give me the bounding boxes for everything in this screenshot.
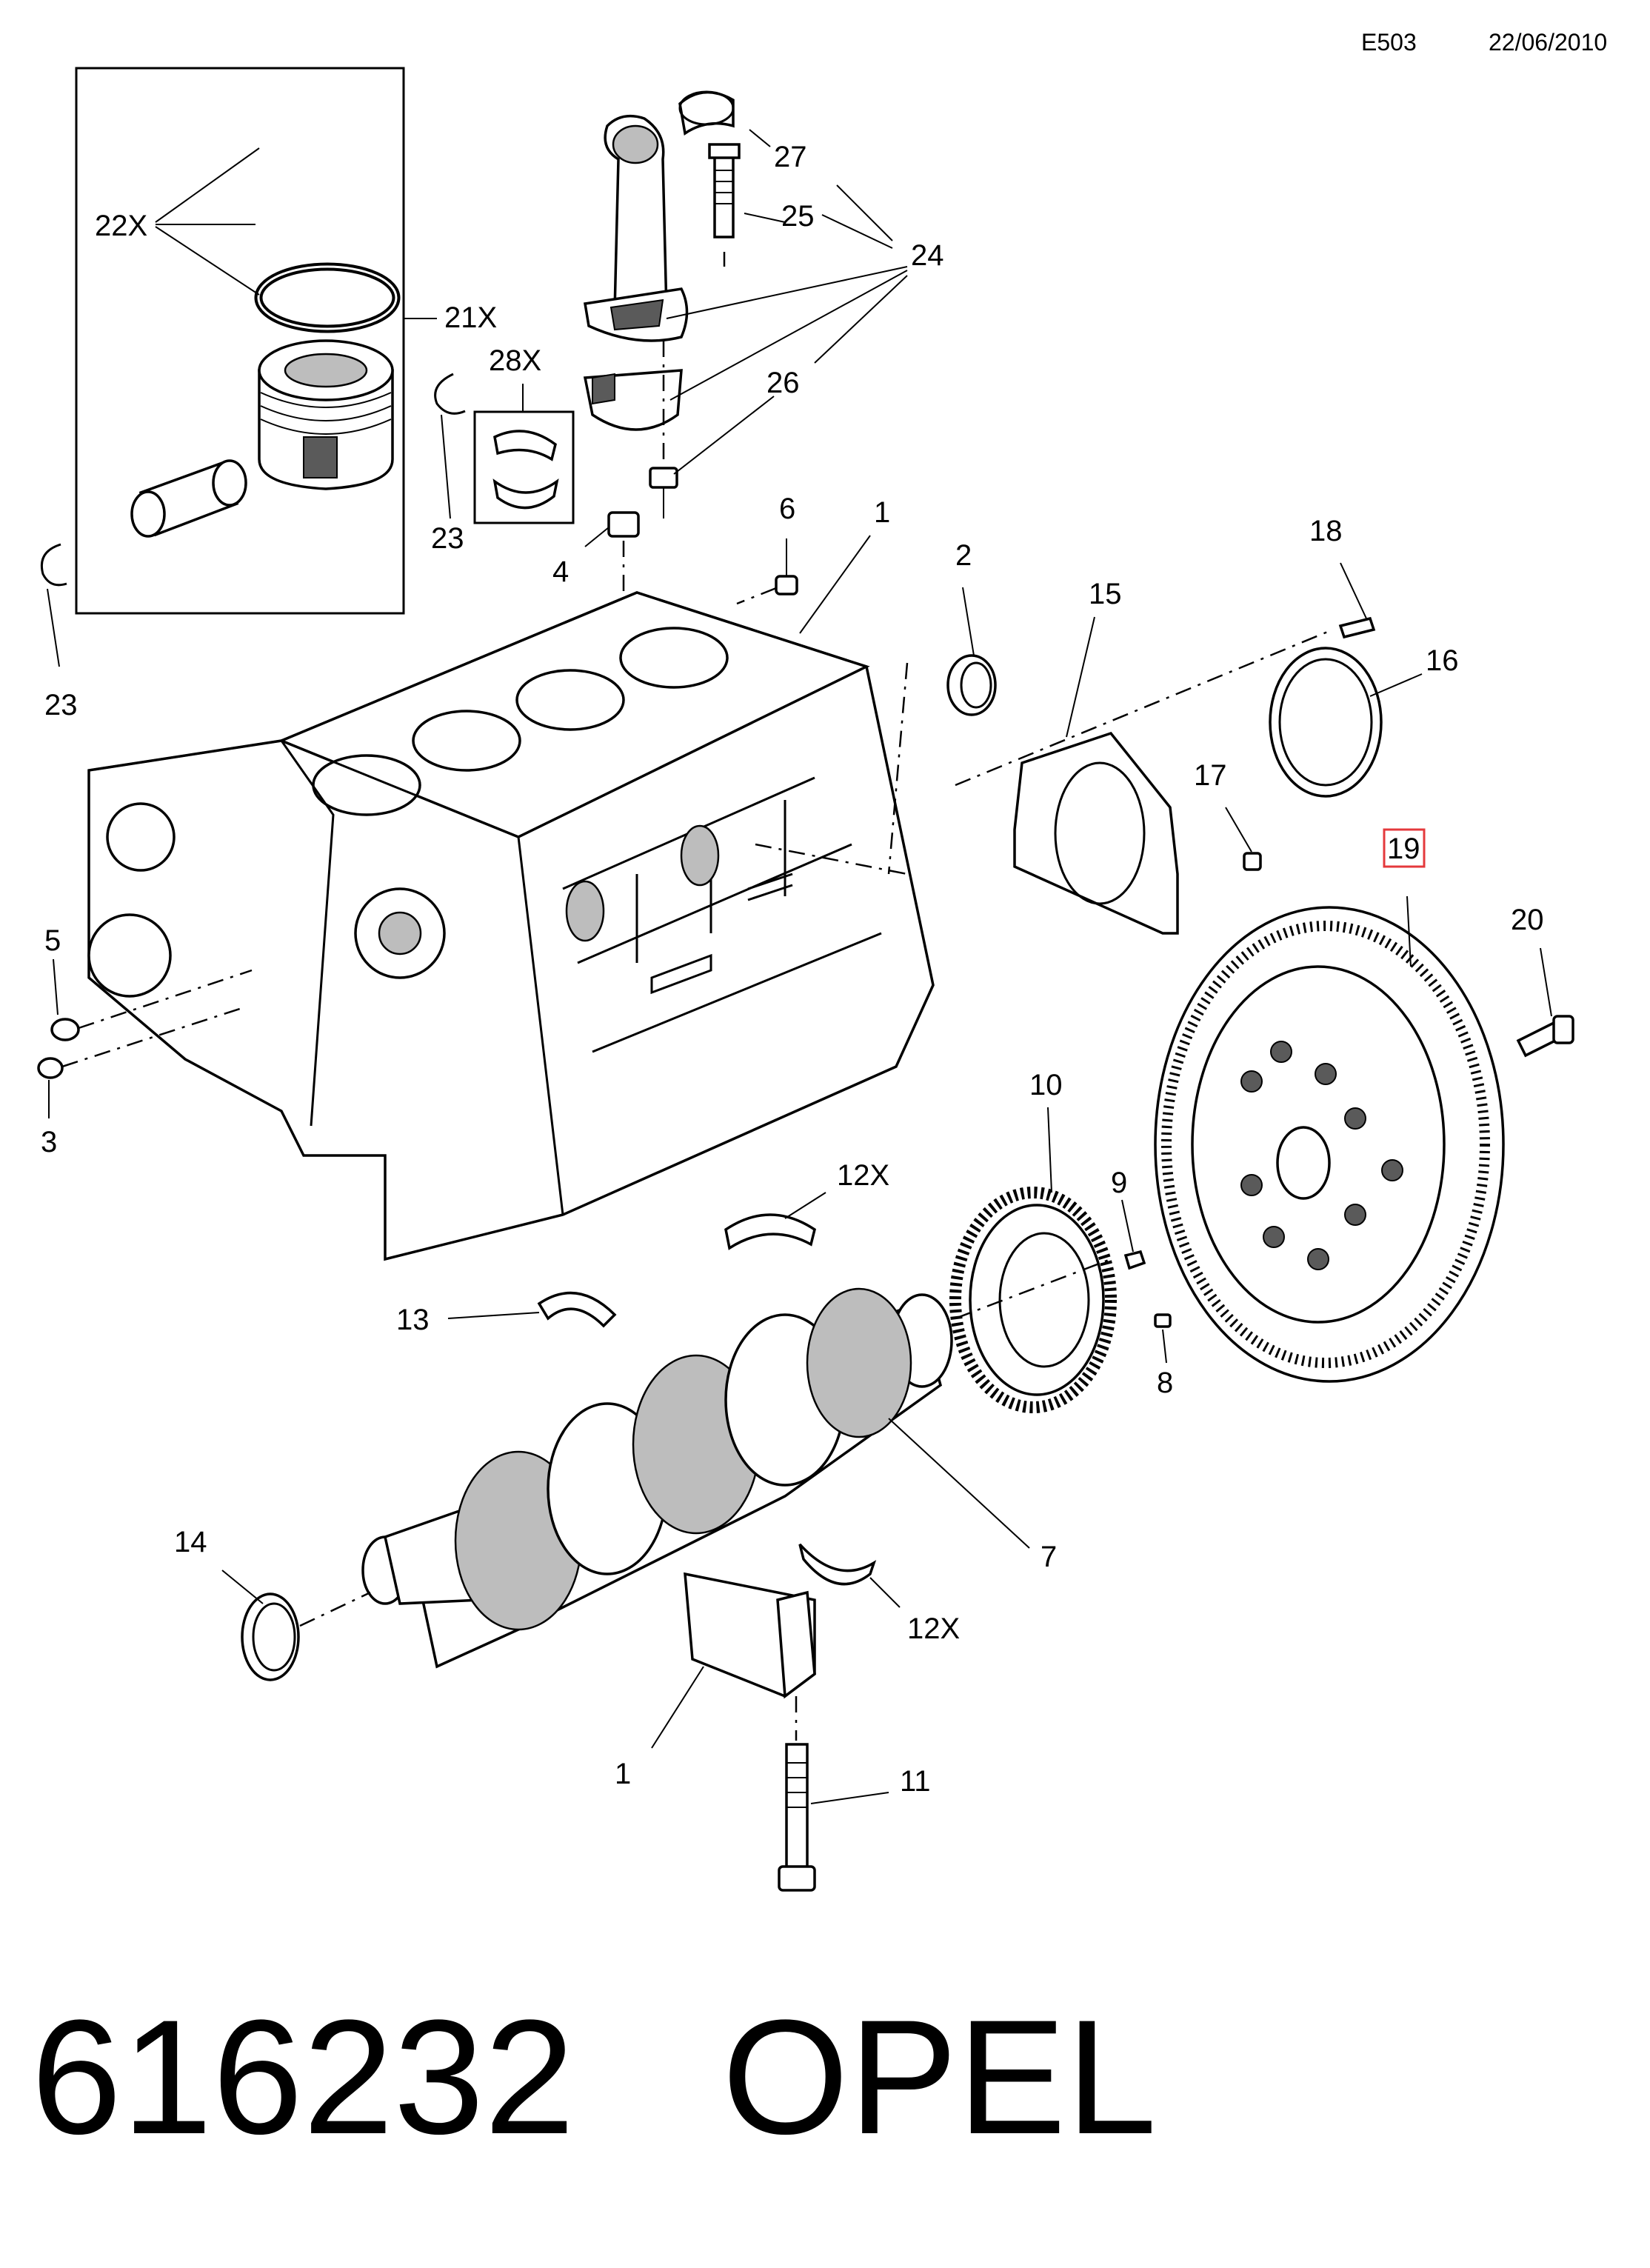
callout-7: 7 <box>1041 1541 1057 1573</box>
callout-13: 13 <box>396 1304 430 1336</box>
piston-pin <box>130 459 247 538</box>
main-bearing-shell-bottom <box>798 1543 901 1608</box>
callout-12x-top: 12X <box>837 1159 889 1192</box>
callout-23-right: 23 <box>431 522 464 555</box>
cylinder-bores <box>312 627 729 816</box>
crankshaft <box>361 1287 1030 1669</box>
front-oil-seal <box>221 1570 371 1681</box>
callout-16: 16 <box>1426 644 1459 677</box>
callout-20: 20 <box>1511 904 1544 936</box>
seal-housing <box>1013 616 1179 935</box>
crank-webs <box>454 1287 912 1631</box>
flywheel-bolt <box>1516 947 1574 1058</box>
callout-17: 17 <box>1194 759 1227 792</box>
part-number: 616232 <box>31 1986 575 2168</box>
brand-name: OPEL <box>722 1986 1157 2168</box>
callout-18: 18 <box>1309 515 1343 547</box>
snap-ring-right <box>434 373 466 415</box>
callout-4: 4 <box>552 556 569 588</box>
callout-5: 5 <box>44 924 61 957</box>
piston-ring-3 <box>254 262 401 333</box>
dowel-pin <box>736 538 798 605</box>
connecting-rod <box>583 114 689 342</box>
front-plug-3 <box>37 1006 245 1118</box>
piston-ring-2 <box>254 190 393 252</box>
piston-ring-1 <box>256 110 398 172</box>
callout-24: 24 <box>911 239 944 272</box>
piston <box>258 339 394 490</box>
thrust-washer <box>447 1291 617 1328</box>
main-bearing-shell-top <box>724 1192 826 1250</box>
dowel-sleeve <box>584 511 640 637</box>
callout-19: 19 <box>1387 833 1420 865</box>
callout-10: 10 <box>1029 1069 1063 1101</box>
housing-dowel <box>1225 807 1262 871</box>
callout-14: 14 <box>174 1526 207 1558</box>
locating-pin <box>1154 1313 1172 1364</box>
conrod-nut <box>649 467 678 518</box>
callout-1-cap: 1 <box>615 1758 631 1790</box>
connecting-rod-cap <box>583 369 683 431</box>
rear-oil-seal <box>1269 647 1423 798</box>
callout-11: 11 <box>900 1765 931 1798</box>
callout-6: 6 <box>779 493 795 525</box>
crankshaft-seal-rear <box>755 587 997 875</box>
callout-22x: 22X <box>95 210 147 242</box>
main-bearing-bolt <box>778 1743 889 1892</box>
snap-ring-left <box>41 543 67 587</box>
callout-12x-bottom: 12X <box>907 1612 960 1645</box>
piston-kit-box <box>75 67 437 615</box>
callout-21x: 21X <box>444 301 497 334</box>
small-end-bushing <box>678 90 735 136</box>
callout-9: 9 <box>1111 1167 1127 1199</box>
conrod-bolt <box>708 143 741 239</box>
callout-27: 27 <box>774 141 807 173</box>
flywheel-bolt-holes <box>1240 1041 1403 1270</box>
callout-28x: 28X <box>489 344 541 377</box>
housing-bolt <box>1338 562 1376 639</box>
engine-block <box>87 591 935 1261</box>
diagram-date: 22/06/2010 <box>1489 29 1607 56</box>
reluctor-ring <box>949 1107 1117 1413</box>
callout-2: 2 <box>955 539 972 572</box>
callout-23-left: 23 <box>44 689 78 721</box>
callout-26: 26 <box>766 367 800 399</box>
main-bearing-cap <box>651 1572 816 1749</box>
callout-15: 15 <box>1089 578 1122 610</box>
callout-25: 25 <box>781 200 815 233</box>
diagram-code: E503 <box>1361 29 1417 56</box>
callout-3: 3 <box>41 1126 57 1158</box>
front-plug-5 <box>50 958 253 1041</box>
bearing-shell-box <box>473 384 575 524</box>
reluctor-screw <box>1121 1199 1146 1270</box>
flywheel <box>1154 895 1505 1383</box>
callout-1-block: 1 <box>874 496 890 529</box>
callout-19-highlight <box>1383 828 1426 868</box>
callout-8: 8 <box>1157 1367 1173 1399</box>
